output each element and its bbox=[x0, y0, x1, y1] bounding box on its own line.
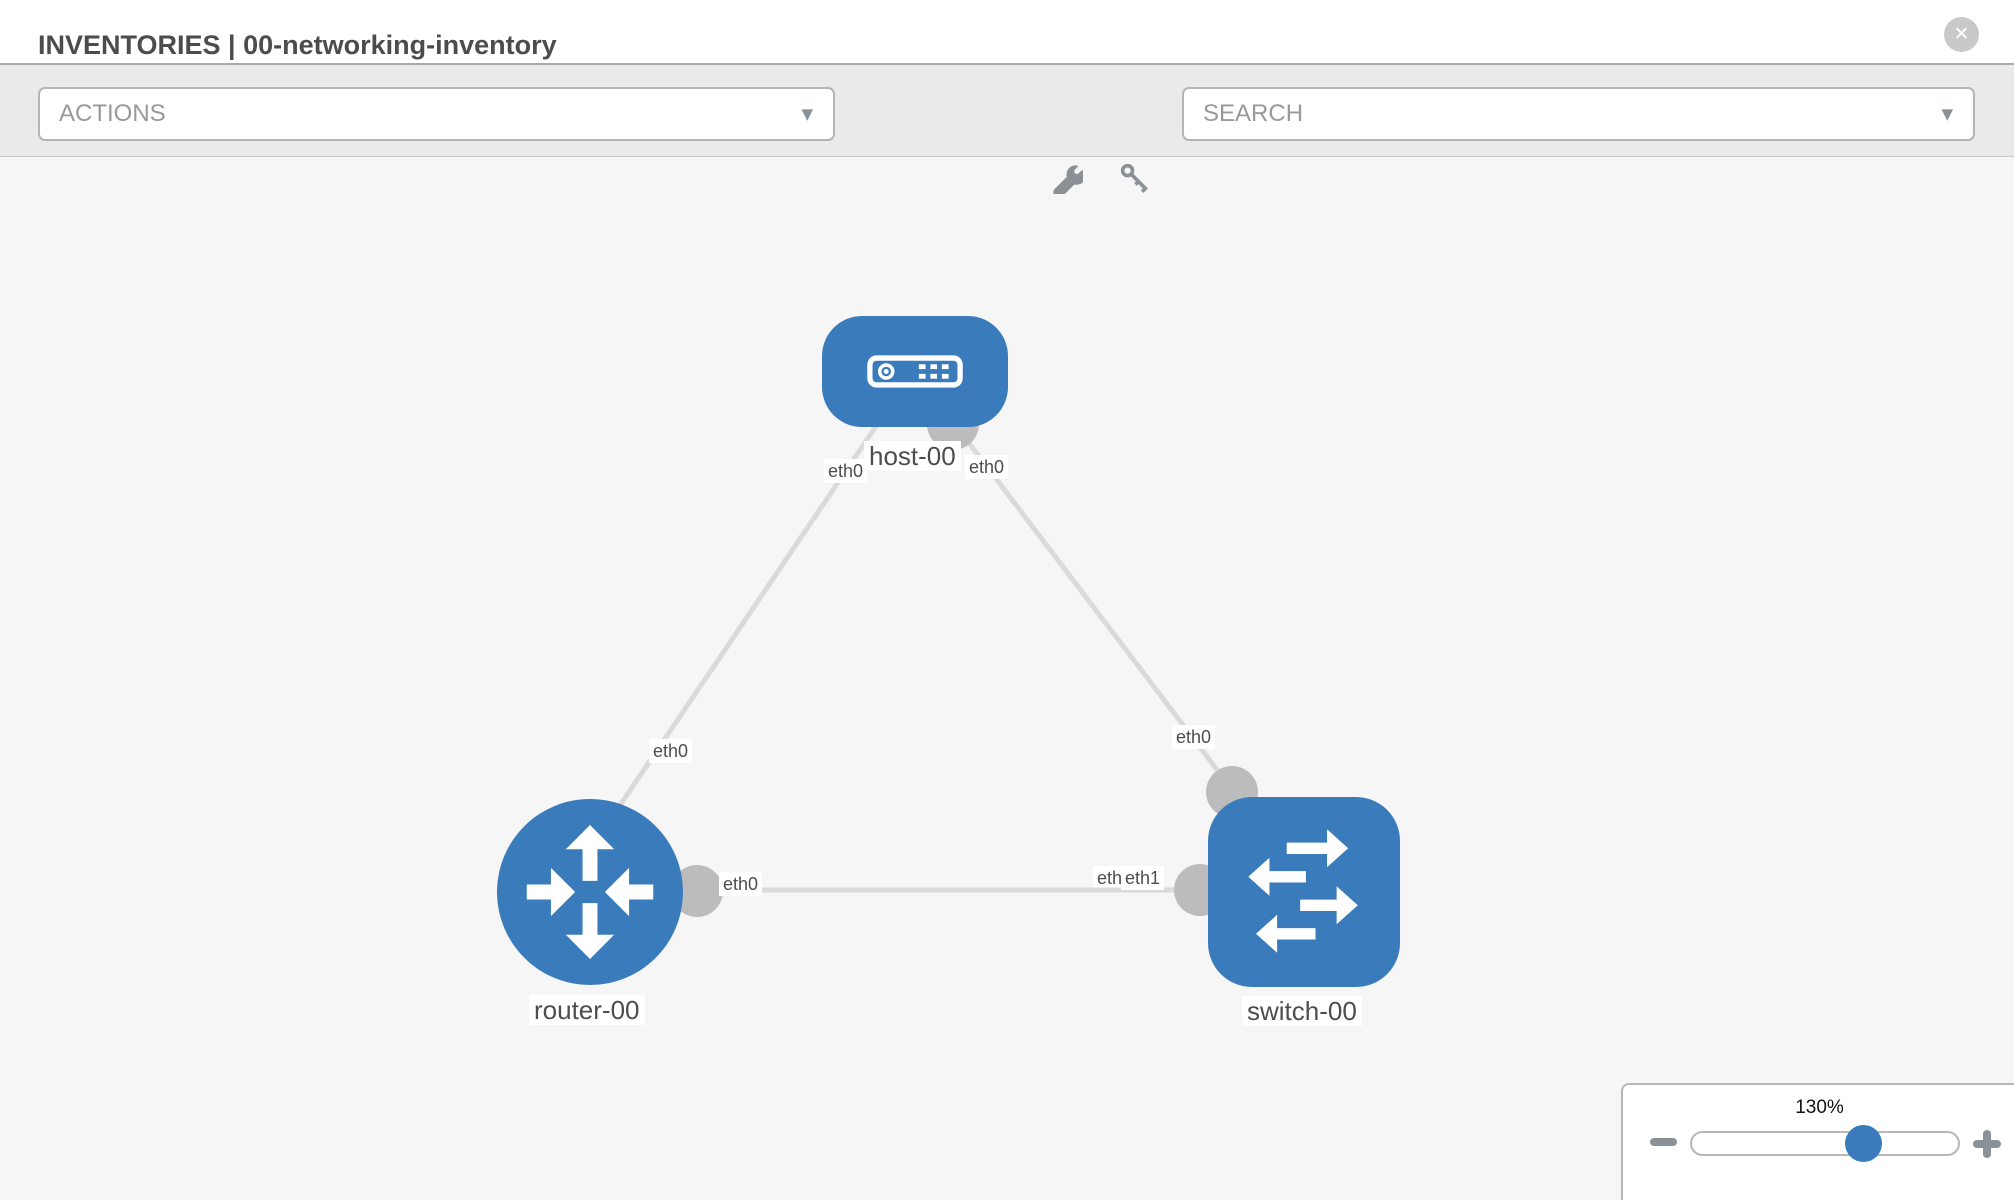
zoom-slider-track[interactable] bbox=[1690, 1131, 1960, 1156]
interface-label: eth0 bbox=[1172, 725, 1216, 749]
search-dropdown[interactable]: SEARCH ▼ bbox=[1182, 87, 1975, 141]
zoom-panel: 130% bbox=[1621, 1083, 2014, 1200]
key-icon[interactable] bbox=[1119, 162, 1152, 195]
actions-dropdown-label: ACTIONS bbox=[59, 100, 166, 127]
switch-icon bbox=[1248, 829, 1358, 953]
close-button[interactable]: ✕ bbox=[1944, 17, 1979, 52]
zoom-out-button[interactable] bbox=[1650, 1138, 1677, 1146]
search-dropdown-label: SEARCH bbox=[1203, 100, 1304, 127]
chevron-down-icon: ▼ bbox=[801, 105, 813, 123]
zoom-in-button[interactable] bbox=[1972, 1129, 2002, 1159]
chevron-down-icon: ▼ bbox=[1941, 105, 1953, 123]
node-switch-00[interactable] bbox=[1208, 797, 1400, 987]
toolbar: ACTIONS ▼ SEARCH ▼ bbox=[0, 63, 2014, 194]
close-icon: ✕ bbox=[1953, 23, 1970, 45]
node-host-00[interactable] bbox=[822, 316, 1008, 427]
interface-label: eth0 bbox=[824, 459, 868, 483]
node-label-router: router-00 bbox=[529, 995, 645, 1025]
interface-label: eth0 bbox=[965, 455, 1009, 479]
node-router-00[interactable] bbox=[497, 799, 683, 985]
title-bar: INVENTORIES | 00-networking-inventory ✕ bbox=[0, 0, 2014, 63]
node-label-host: host-00 bbox=[864, 441, 961, 471]
zoom-slider-thumb[interactable] bbox=[1845, 1125, 1882, 1162]
page-title: INVENTORIES | 00-networking-inventory bbox=[38, 30, 557, 60]
host-icon bbox=[867, 355, 963, 388]
router-icon bbox=[526, 825, 654, 959]
interface-label: eth1 bbox=[1121, 866, 1165, 890]
zoom-level: 130% bbox=[1795, 1097, 1844, 1118]
interface-label: eth0 bbox=[719, 872, 763, 896]
node-label-switch: switch-00 bbox=[1242, 996, 1362, 1026]
connector-router-right bbox=[671, 865, 723, 917]
interface-label: eth0 bbox=[649, 739, 693, 763]
wrench-icon[interactable] bbox=[1053, 164, 1083, 194]
actions-dropdown[interactable]: ACTIONS ▼ bbox=[38, 87, 835, 141]
